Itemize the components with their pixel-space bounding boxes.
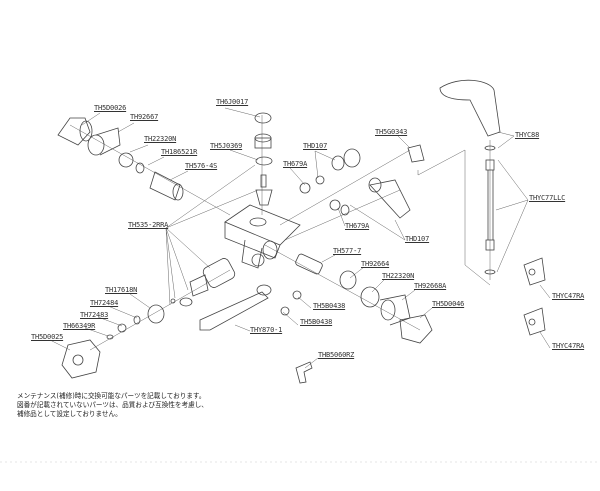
part-label: TH5D0025 (31, 333, 64, 341)
part-label: TH679A (345, 222, 370, 230)
part-label: TH22320N (144, 135, 177, 143)
note-line: メンテナンス(補修)時に交換可能なパーツを記載しております。 (17, 392, 206, 400)
part-label: TH577-7 (333, 247, 362, 255)
key-tool (295, 361, 313, 384)
part-label: TH5D0026 (94, 104, 127, 112)
part-label: TH22320N (382, 272, 415, 280)
note-line: 図番が記載されていないパーツは、品質および互換性を考慮し、 (17, 401, 208, 409)
leader-lines (49, 107, 551, 369)
part-label: THYC47RA (552, 292, 585, 300)
shower-head-and-hose (439, 79, 501, 275)
part-label: THYC47RA (552, 342, 585, 350)
part-label: TH679A (283, 160, 308, 168)
part-label: TH92668A (414, 282, 447, 290)
left-cartridge (61, 258, 236, 379)
part-label: TH576-4S (185, 162, 218, 170)
note-line: 補修品として設定しておりません。 (17, 410, 122, 418)
part-label: TH17618N (105, 286, 138, 294)
right-cartridge-parts (295, 253, 433, 344)
mixer-body (224, 204, 301, 269)
part-label: THYC77LLC (529, 194, 566, 202)
part-label: TH5B0438 (300, 318, 333, 326)
part-label: THY870-1 (250, 326, 283, 334)
part-label: TH92664 (361, 260, 390, 268)
part-label: TH5G0343 (375, 128, 408, 136)
maintenance-note: メンテナンス(補修)時に交換可能なパーツを記載しております。 図番が記載されてい… (17, 392, 208, 419)
part-label: THYC88 (515, 131, 540, 139)
part-label: THD107 (303, 142, 328, 150)
part-label: TH6J0017 (216, 98, 249, 106)
part-label: TH535-2RRA (128, 221, 169, 229)
part-label: TH72483 (80, 311, 109, 319)
part-label: TH5D0046 (432, 300, 465, 308)
spout (199, 284, 302, 331)
hooks (523, 257, 546, 336)
left-handle-parts (57, 117, 184, 201)
right-connector-parts (299, 144, 425, 219)
part-label: THB5060RZ (318, 351, 355, 359)
part-label: THD107 (405, 235, 430, 243)
part-label: TH186521R (161, 148, 198, 156)
part-label: TH92667 (130, 113, 159, 121)
part-label: TH72484 (90, 299, 119, 307)
top-cartridge-parts (254, 112, 273, 206)
part-label: TH66349R (63, 322, 96, 330)
part-label: TH5B0438 (313, 302, 346, 310)
part-label: TH5J0369 (210, 142, 243, 150)
